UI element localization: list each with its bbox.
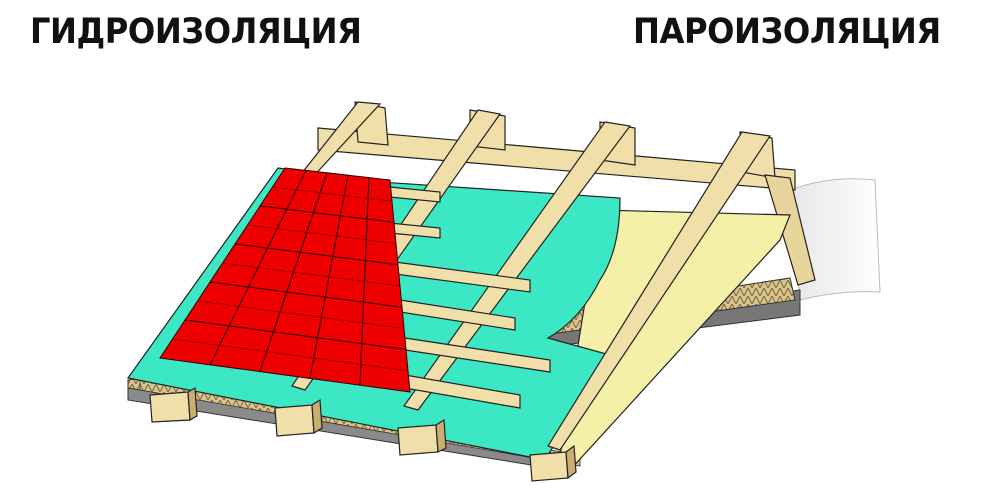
- roof-tile-ridge: [238, 306, 281, 313]
- roof-tile-ridge: [293, 271, 330, 278]
- roof-tile-ridge: [321, 317, 363, 324]
- right-rafter-legs: [764, 174, 816, 286]
- roof-tile-ridge: [320, 192, 345, 196]
- rafter-end-2: [274, 398, 323, 437]
- roof-tile-ridge: [257, 267, 294, 273]
- rafter-end-1: [149, 387, 198, 423]
- waterproofing-label: ГИДРОИЗОЛЯЦИЯ: [30, 12, 362, 52]
- roof-tile-ridge: [306, 232, 337, 237]
- vapor-barrier-label: ПАРОИЗОЛЯЦИЯ: [633, 12, 941, 52]
- roof-tile-ridge: [344, 195, 369, 199]
- roof-tile-ridge: [197, 300, 239, 307]
- ridge-beam: [317, 127, 796, 191]
- roof-tile-ridge: [222, 262, 259, 268]
- roof-tile-ridge: [336, 235, 367, 241]
- roof-tile-ridge: [328, 276, 365, 282]
- roof-tile-ridge: [272, 186, 297, 191]
- roof-tile-ridge: [296, 189, 321, 194]
- roof-tile-ridge: [247, 224, 278, 230]
- roof-tile-ridge: [313, 357, 361, 365]
- rafter-end-3: [397, 418, 447, 456]
- roof-tile-ridge: [364, 281, 401, 287]
- roof-tile: [324, 255, 366, 303]
- roof-tile-ridge: [266, 351, 314, 359]
- roof-tile-ridge: [280, 311, 322, 318]
- roof-tile: [309, 337, 363, 386]
- rafter-end-4: [529, 444, 577, 482]
- roof-tile-ridge: [172, 338, 220, 346]
- rafter-4: [547, 131, 772, 451]
- rafter-ends: [149, 387, 577, 482]
- roof-tile-ridge: [362, 322, 405, 329]
- roof-tile-ridge: [360, 364, 409, 372]
- roof-tile: [317, 296, 365, 345]
- roof-tile-ridge: [368, 197, 393, 202]
- roof-tiles: [159, 167, 411, 393]
- roof-tile-ridge: [366, 239, 397, 244]
- roof-tile-ridge: [219, 344, 267, 353]
- roof-tile-ridge: [277, 228, 307, 233]
